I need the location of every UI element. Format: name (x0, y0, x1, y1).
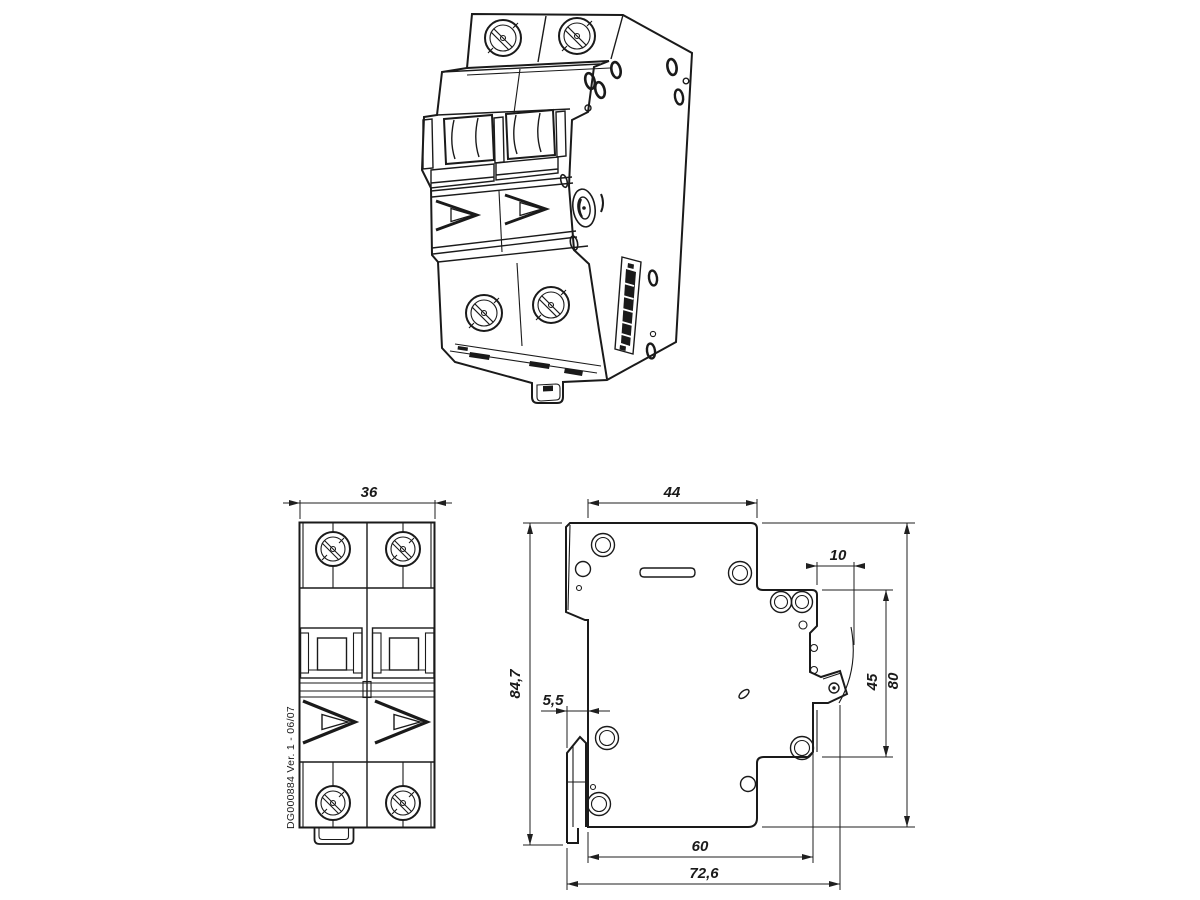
iso-lower-terminal-block (437, 245, 589, 347)
dim-label: 5,5 (543, 692, 565, 709)
off-indicator-arrow (504, 193, 551, 226)
dim-overall-depth-72-6: 72,6 (566, 705, 841, 890)
iso-lever-ledges (430, 156, 574, 198)
screw-head-icon (532, 286, 570, 324)
dim-recess-height-45: 45 (822, 589, 893, 758)
dim-label: 36 (361, 484, 378, 501)
label-plate (614, 256, 642, 355)
dim-label: 72,6 (689, 865, 719, 882)
iso-mid-housing-top (441, 63, 601, 73)
screw-head-icon (558, 17, 596, 55)
dim-latch-depth-10: 10 (806, 547, 865, 645)
knockout-rivet-icon (571, 188, 597, 228)
dim-label: 44 (663, 484, 681, 501)
dim-body-height-80: 80 (762, 522, 915, 828)
dim-rail-lip-5-5: 5,5 (541, 692, 610, 750)
iso-silhouette (420, 12, 694, 404)
isometric-view (420, 12, 694, 404)
dim-label: 10 (830, 547, 847, 564)
screw-head-icon (315, 522, 351, 588)
iso-top-terminal-block (466, 14, 624, 76)
iso-front-side-edge (567, 60, 610, 380)
dim-overall-height-84-7: 84,7 (507, 522, 563, 846)
iso-side-face-details (559, 57, 690, 360)
dim-label: 80 (885, 672, 902, 689)
dim-top-depth-44: 44 (587, 484, 758, 518)
screw-head-icon (315, 762, 351, 827)
din-clip-tab (313, 828, 355, 845)
toggle-lever (422, 113, 505, 170)
iso-bottom-rail-area (449, 343, 602, 402)
off-indicator-arrow (435, 199, 482, 232)
off-indicator-arrow (374, 699, 432, 745)
side-interior-details (567, 524, 854, 817)
dim-lower-depth-60: 60 (587, 709, 814, 863)
din-rail-clip (566, 735, 587, 844)
screw-head-icon (465, 294, 503, 332)
doc-reference: DG000884 Ver. 1 - 06/07 (285, 706, 297, 829)
side-view: 44 84,7 5,5 10 45 (507, 484, 915, 890)
dim-label: 84,7 (507, 669, 524, 699)
dim-label: 45 (864, 673, 881, 691)
toggle-bezel (371, 627, 435, 679)
screw-head-icon (484, 19, 522, 57)
dim-width-36: 36 (283, 484, 452, 519)
screw-head-icon (385, 522, 421, 588)
off-indicator-arrow (302, 699, 360, 745)
side-body-outline (565, 522, 849, 828)
toggle-bezel (299, 627, 363, 679)
screw-head-icon (385, 762, 421, 827)
dim-label: 60 (692, 838, 709, 855)
rail-latch (822, 626, 854, 704)
front-view: DG000884 Ver. 1 - 06/07 36 (283, 484, 452, 845)
toggle-lever (504, 108, 567, 161)
din-clip-tab (536, 383, 561, 402)
